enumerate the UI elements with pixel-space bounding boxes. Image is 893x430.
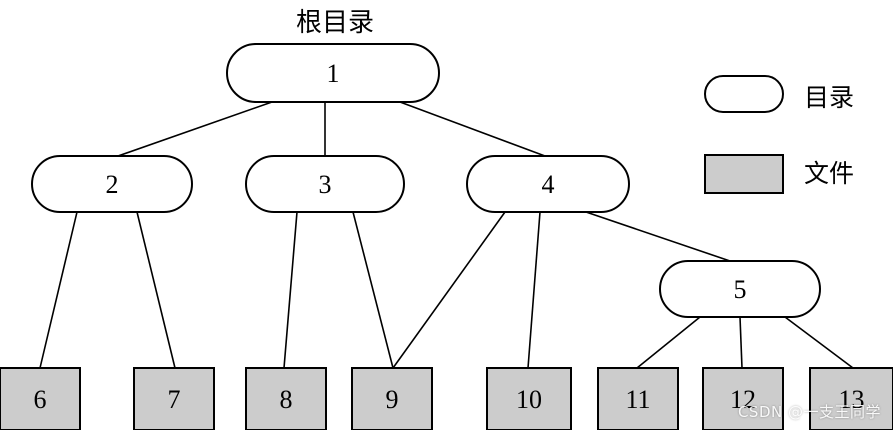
edge-3-to-9 bbox=[352, 211, 394, 369]
node-label: 11 bbox=[625, 385, 650, 414]
directory-node-4: 4 bbox=[466, 155, 630, 213]
legend-directory-swatch bbox=[704, 75, 784, 113]
node-label: 9 bbox=[386, 385, 399, 414]
directory-node-3: 3 bbox=[245, 155, 405, 213]
node-label: 2 bbox=[106, 170, 119, 199]
edge-5-to-13 bbox=[784, 316, 854, 369]
file-shape bbox=[0, 367, 81, 430]
node-label: 1 bbox=[327, 59, 340, 88]
directory-shape bbox=[466, 155, 630, 213]
directory-shape bbox=[245, 155, 405, 213]
directory-shape bbox=[31, 155, 193, 213]
file-shape bbox=[351, 367, 433, 430]
file-node-8: 8 bbox=[245, 367, 327, 430]
node-label: 13 bbox=[839, 385, 865, 414]
edge-1-to-4 bbox=[399, 101, 546, 157]
node-label: 6 bbox=[34, 385, 47, 414]
directory-shape bbox=[226, 43, 440, 103]
file-shape bbox=[486, 367, 572, 430]
file-node-13: 13 bbox=[809, 367, 893, 430]
file-shape bbox=[597, 367, 679, 430]
root-directory-title: 根目录 bbox=[295, 8, 374, 38]
node-label: 12 bbox=[730, 385, 756, 414]
node-label: 3 bbox=[319, 170, 332, 199]
edge-1-to-2 bbox=[117, 101, 273, 157]
directory-shape bbox=[659, 260, 821, 318]
edge-5-to-12 bbox=[739, 316, 743, 369]
directory-node-1: 1 bbox=[226, 43, 440, 103]
file-shape bbox=[702, 367, 784, 430]
file-node-10: 10 bbox=[486, 367, 572, 430]
edge-4-to-10 bbox=[527, 211, 541, 369]
edge-5-to-11 bbox=[636, 316, 701, 369]
edge-4-to-9 bbox=[392, 211, 506, 369]
watermark: CSDN @一支王同学 bbox=[737, 403, 881, 421]
file-node-7: 7 bbox=[133, 367, 215, 430]
node-label: 7 bbox=[168, 385, 181, 414]
file-node-12: 12 bbox=[702, 367, 784, 430]
edge-2-to-6 bbox=[39, 211, 78, 369]
legend-directory-label: 目录 bbox=[804, 83, 855, 112]
file-node-9: 9 bbox=[351, 367, 433, 430]
node-label: 8 bbox=[280, 385, 293, 414]
edge-4-to-5 bbox=[585, 211, 731, 262]
directory-node-2: 2 bbox=[31, 155, 193, 213]
file-node-11: 11 bbox=[597, 367, 679, 430]
file-shape bbox=[133, 367, 215, 430]
node-label: 5 bbox=[734, 275, 747, 304]
directory-node-5: 5 bbox=[659, 260, 821, 318]
node-label: 10 bbox=[516, 385, 542, 414]
file-node-6: 6 bbox=[0, 367, 81, 430]
edge-3-to-8 bbox=[283, 211, 298, 369]
edge-2-to-7 bbox=[136, 211, 176, 369]
file-shape bbox=[245, 367, 327, 430]
node-label: 4 bbox=[542, 170, 555, 199]
legend-file-label: 文件 bbox=[804, 159, 855, 188]
file-shape bbox=[809, 367, 893, 430]
legend-file-swatch bbox=[704, 154, 784, 194]
